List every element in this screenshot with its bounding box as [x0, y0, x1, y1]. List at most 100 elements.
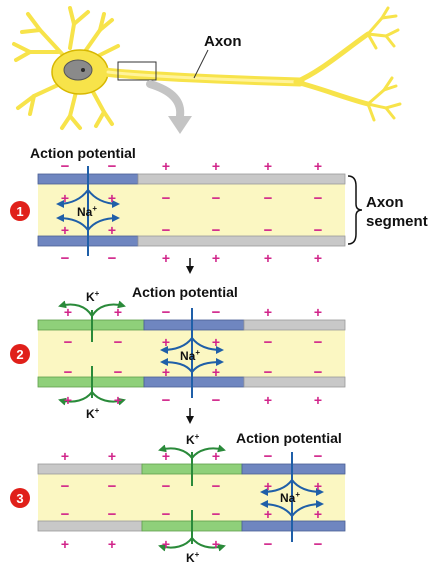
- membrane-resting: [137, 235, 346, 247]
- panel-1: Na+: [37, 166, 346, 256]
- minus-sign: −: [264, 334, 273, 351]
- plus-sign: +: [64, 304, 72, 320]
- svg-text:3: 3: [16, 491, 23, 506]
- plus-sign: +: [108, 448, 116, 464]
- plus-sign: +: [61, 448, 69, 464]
- plus-sign: +: [264, 304, 272, 320]
- plus-sign: +: [212, 364, 220, 380]
- k-arrow: [191, 537, 226, 552]
- plus-sign: +: [108, 222, 116, 238]
- minus-sign: −: [114, 334, 123, 351]
- axon-segment-label: Axon: [366, 194, 404, 211]
- axon-segment-bracket: [347, 175, 363, 245]
- minus-sign: −: [61, 250, 70, 267]
- k-arrow: [58, 300, 93, 317]
- minus-sign: −: [108, 478, 117, 495]
- plus-sign: +: [114, 392, 122, 408]
- membrane-na-open: [241, 463, 346, 475]
- na-ion-label: Na+: [180, 348, 200, 363]
- plus-sign: +: [264, 250, 272, 266]
- zoom-arrow: [146, 80, 185, 120]
- minus-sign: −: [212, 222, 221, 239]
- membrane-resting: [37, 463, 143, 475]
- minus-sign: −: [264, 190, 273, 207]
- plus-sign: +: [61, 190, 69, 206]
- na-arrow: [56, 189, 89, 208]
- axon-highlight-box: [117, 61, 157, 81]
- na-ion-label: Na+: [280, 490, 300, 505]
- plus-sign: +: [212, 448, 220, 464]
- na-arrow: [260, 479, 293, 496]
- minus-sign: −: [162, 304, 171, 321]
- minus-sign: −: [314, 190, 323, 207]
- plus-sign: +: [212, 158, 220, 174]
- plus-sign: +: [162, 158, 170, 174]
- action-potential-label-3: Action potential: [236, 430, 342, 446]
- panel-2: K+ K+ Na+: [37, 289, 346, 421]
- minus-sign: −: [212, 190, 221, 207]
- plus-sign: +: [108, 536, 116, 552]
- minus-sign: −: [108, 158, 117, 175]
- membrane-na-open: [241, 520, 346, 532]
- minus-sign: −: [212, 478, 221, 495]
- plus-sign: +: [114, 304, 122, 320]
- k-arrow: [91, 391, 126, 406]
- minus-sign: −: [162, 222, 171, 239]
- k-ion-label: K+: [186, 432, 200, 447]
- plus-sign: +: [314, 304, 322, 320]
- plus-sign: +: [162, 334, 170, 350]
- minus-sign: −: [212, 304, 221, 321]
- minus-sign: −: [64, 364, 73, 381]
- k-ion-label: K+: [186, 550, 200, 565]
- step-badge-1: 1: [10, 201, 30, 221]
- k-arrow: [58, 391, 93, 406]
- minus-sign: −: [264, 448, 273, 465]
- k-arrow: [91, 300, 126, 317]
- plus-sign: +: [212, 250, 220, 266]
- neuron-illustration: [12, 6, 402, 130]
- minus-sign: −: [61, 506, 70, 523]
- minus-sign: −: [108, 506, 117, 523]
- minus-sign: −: [314, 536, 323, 553]
- minus-sign: −: [64, 334, 73, 351]
- na-arrow: [291, 500, 324, 517]
- minus-sign: −: [212, 392, 221, 409]
- k-ion-label: K+: [86, 289, 100, 304]
- plus-sign: +: [264, 478, 272, 494]
- minus-sign: −: [108, 250, 117, 267]
- minus-sign: −: [264, 222, 273, 239]
- plus-sign: +: [264, 392, 272, 408]
- na-arrow: [191, 337, 224, 354]
- na-arrow: [160, 337, 193, 354]
- axon-segment-label-2: segment: [366, 213, 428, 230]
- minus-sign: −: [114, 364, 123, 381]
- na-arrow: [160, 358, 193, 373]
- na-arrow: [87, 214, 120, 231]
- minus-sign: −: [264, 536, 273, 553]
- plus-sign: +: [264, 506, 272, 522]
- plus-sign: +: [61, 536, 69, 552]
- na-arrow: [291, 479, 324, 496]
- zoom-arrow-head: [168, 116, 192, 134]
- panel-3: K+ K+ Na+: [37, 432, 346, 565]
- plus-sign: +: [162, 536, 170, 552]
- plus-sign: +: [314, 506, 322, 522]
- minus-sign: −: [314, 334, 323, 351]
- k-arrow: [191, 444, 226, 459]
- plus-sign: +: [212, 536, 220, 552]
- membrane-na-open: [143, 376, 245, 388]
- minus-sign: −: [264, 364, 273, 381]
- axon-label-pointer: [193, 49, 209, 79]
- plus-sign: +: [162, 364, 170, 380]
- minus-sign: −: [162, 478, 171, 495]
- minus-sign: −: [162, 392, 171, 409]
- minus-sign: −: [61, 158, 70, 175]
- minus-sign: −: [162, 506, 171, 523]
- membrane-na-open: [143, 319, 245, 331]
- step-badge-3: 3: [10, 488, 30, 508]
- minus-sign: −: [314, 364, 323, 381]
- plus-sign: +: [212, 334, 220, 350]
- minus-sign: −: [61, 478, 70, 495]
- plus-sign: +: [264, 158, 272, 174]
